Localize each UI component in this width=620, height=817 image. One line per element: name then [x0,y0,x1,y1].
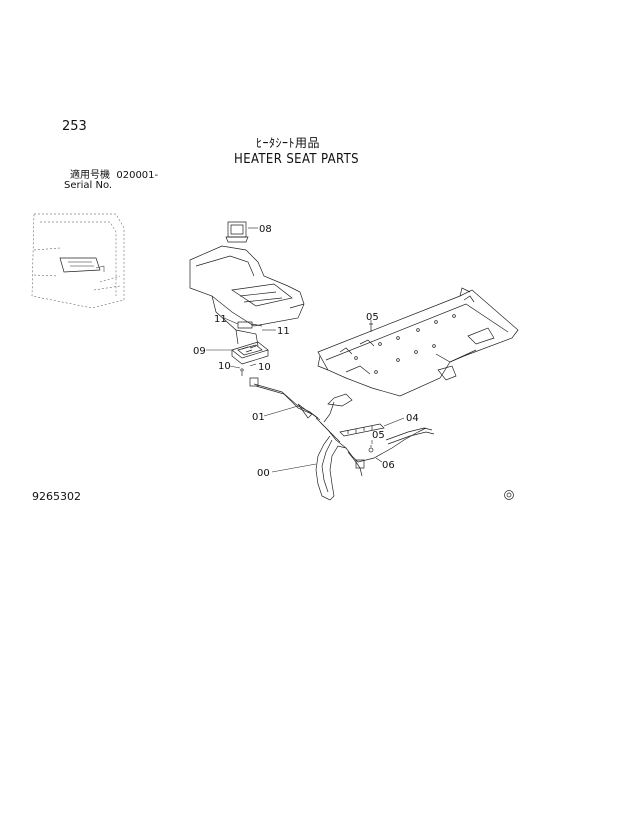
cab-location-sketch [31,213,125,309]
callout-05-lower: 05 [372,430,385,441]
seat-heater-00 [315,435,347,501]
callout-11-left: 11 [214,314,227,325]
callout-06: 06 [382,460,395,471]
page-number: 253 [62,119,87,134]
heater-switch-08 [225,221,249,243]
callout-00: 00 [257,468,270,479]
screw-10 [240,368,244,376]
serial-applicability: 適用号機 020001- [70,171,158,181]
callout-labels: 08 11 11 09 10 10 05 04 05 01 06 00 [193,224,419,479]
page-title-japanese: ﾋｰﾀｼｰﾄ用品 [256,136,321,150]
page-title: HEATER SEAT PARTS [234,152,359,167]
callout-04: 04 [406,413,419,424]
region-mark [504,490,514,500]
console-cover [189,245,305,347]
leader-lines [206,227,405,473]
callout-10-left: 10 [218,361,231,372]
cover-11 [237,321,263,329]
serial-label-japanese: 適用号機 [70,170,110,181]
drawing-number: 9265302 [32,490,81,503]
serial-value: 020001- [116,170,159,181]
callout-10-right: 10 [258,362,271,373]
callout-05-upper: 05 [366,312,379,323]
callout-09: 09 [193,346,206,357]
bolt-05-lower [368,445,374,453]
mount-frame-05 [317,287,519,397]
callout-01: 01 [252,412,265,423]
wire-leads-06 [355,427,435,477]
switch-panel-09 [231,341,269,365]
wire-harness-01 [253,383,427,469]
serial-label: Serial No. [64,180,113,191]
connector-strip-04 [339,423,385,437]
callout-11-right: 11 [277,326,290,337]
callout-08: 08 [259,224,272,235]
connector-block [249,377,259,387]
